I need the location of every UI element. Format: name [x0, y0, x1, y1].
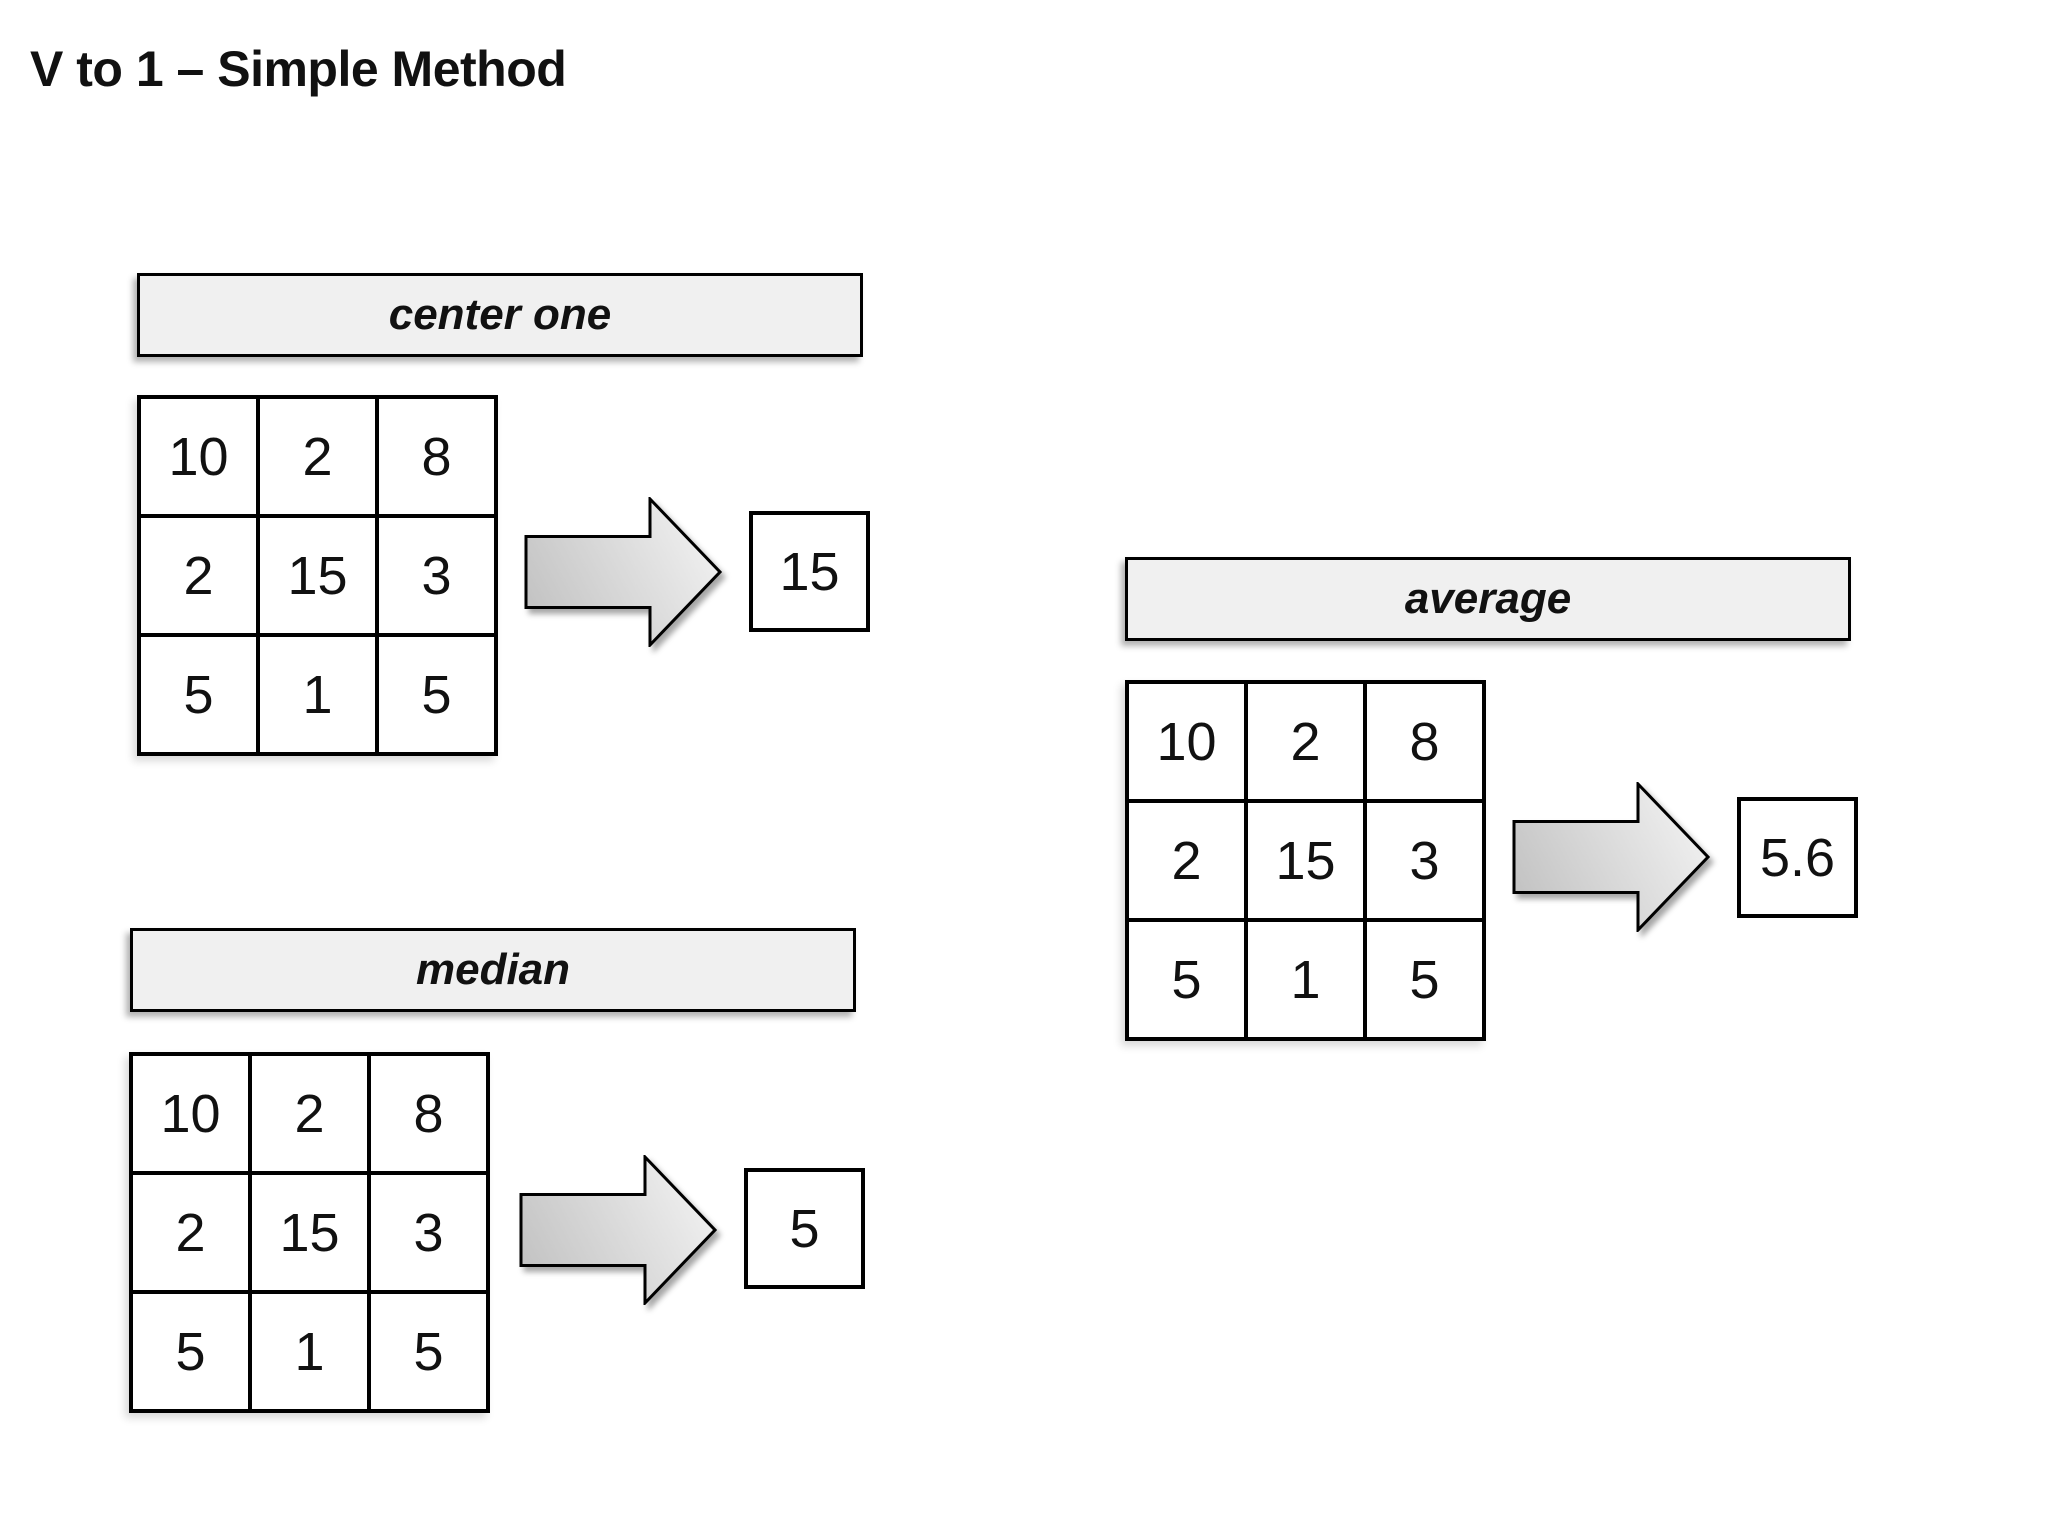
grid-cell: 10 [131, 1054, 250, 1173]
right-block-arrow-icon [519, 1155, 717, 1305]
grid-cell: 5 [139, 635, 258, 754]
grid-cell: 2 [1127, 801, 1246, 920]
grid-cell: 5 [131, 1292, 250, 1411]
grid-cell: 8 [369, 1054, 488, 1173]
section-label-center-one: center one [137, 273, 863, 357]
grid-cell: 2 [139, 516, 258, 635]
grid-cell: 5 [1365, 920, 1484, 1039]
grid-cell: 1 [1246, 920, 1365, 1039]
grid-cell: 1 [258, 635, 377, 754]
section-label-text: center one [388, 290, 612, 339]
right-block-arrow-icon [524, 497, 722, 647]
pixel-grid-median: 10 2 8 2 15 3 5 1 5 [129, 1052, 490, 1413]
right-block-arrow-icon [1512, 782, 1710, 932]
grid-cell: 3 [377, 516, 496, 635]
grid-cell: 3 [1365, 801, 1484, 920]
grid-cell: 5 [369, 1292, 488, 1411]
grid-cell: 5 [377, 635, 496, 754]
result-value: 5 [789, 1198, 820, 1259]
grid-cell: 15 [1246, 801, 1365, 920]
section-label-median: median [130, 928, 856, 1012]
grid-cell: 15 [250, 1173, 369, 1292]
result-box-average: 5.6 [1737, 797, 1858, 918]
pixel-grid-center-one: 10 2 8 2 15 3 5 1 5 [137, 395, 498, 756]
grid-cell: 2 [131, 1173, 250, 1292]
grid-cell: 10 [1127, 682, 1246, 801]
grid-cell: 15 [258, 516, 377, 635]
result-box-center-one: 15 [749, 511, 870, 632]
result-value: 15 [779, 541, 840, 602]
grid-cell: 2 [250, 1054, 369, 1173]
grid-cell: 3 [369, 1173, 488, 1292]
section-label-text: median [415, 945, 571, 994]
grid-cell: 2 [1246, 682, 1365, 801]
result-value: 5.6 [1759, 827, 1836, 888]
section-label-text: average [1404, 574, 1572, 623]
grid-cell: 5 [1127, 920, 1246, 1039]
grid-cell: 8 [377, 397, 496, 516]
pixel-grid-average: 10 2 8 2 15 3 5 1 5 [1125, 680, 1486, 1041]
grid-cell: 2 [258, 397, 377, 516]
grid-cell: 8 [1365, 682, 1484, 801]
section-label-average: average [1125, 557, 1851, 641]
grid-cell: 1 [250, 1292, 369, 1411]
result-box-median: 5 [744, 1168, 865, 1289]
grid-cell: 10 [139, 397, 258, 516]
page-title: V to 1 – Simple Method [30, 41, 567, 97]
